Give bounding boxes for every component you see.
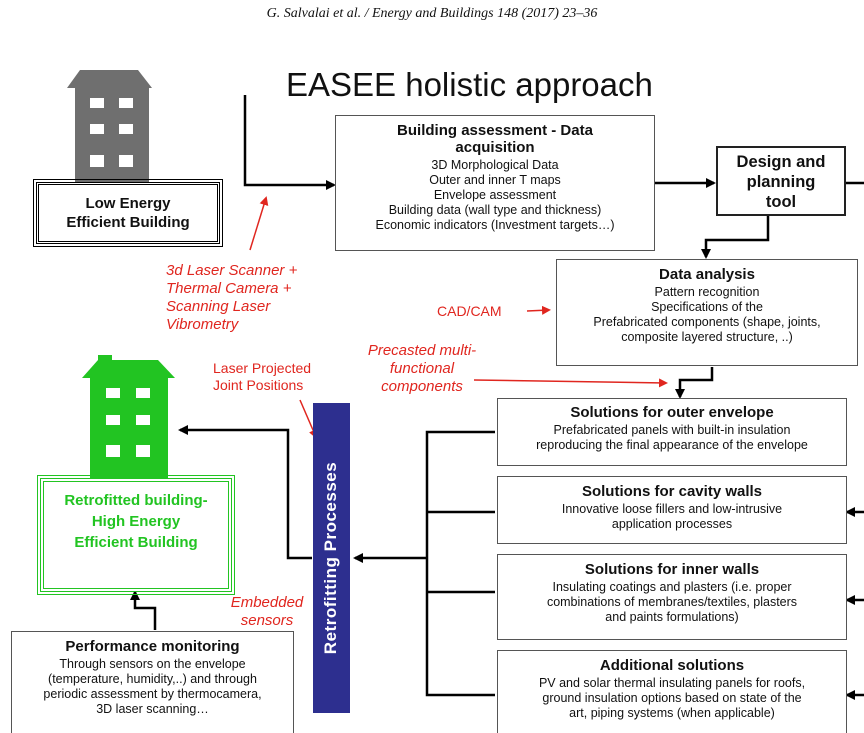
assessment-title-2: acquisition [455,139,535,156]
retrofitting-processes-bar [313,403,350,713]
data-analysis-item: composite layered structure, ..) [621,330,793,344]
retrofitted-line-2: High Energy [91,513,181,530]
precasted-line: functional [389,360,455,377]
solution-item: reproducing the final appearance of the … [536,438,808,452]
retrofitted-building-box: Retrofitted building- High Energy Effici… [37,475,235,595]
design-line-3: tool [765,193,797,211]
low-energy-line-2: Efficient Building [66,214,190,231]
diagram-title: EASEE holistic approach [286,66,653,103]
scanner-line: 3d Laser Scanner + [166,262,298,279]
solution-item: application processes [611,517,733,531]
building-assessment-box: Building assessment - Data acquisition 3… [335,115,655,251]
data-analysis-item: Specifications of the [651,300,763,314]
design-planning-tool-box: Design and planning tool [716,146,846,216]
solution-title: Solutions for cavity walls [581,483,763,500]
retrofitted-line-3: Efficient Building [74,534,198,551]
performance-monitoring-box: Performance monitoring Through sensors o… [11,631,294,733]
assessment-item: Building data (wall type and thickness) [388,203,602,217]
performance-item: (temperature, humidity,..) and through [48,672,257,686]
solution-item: and paints formulations) [605,610,739,624]
scanner-line: Scanning Laser [166,298,271,315]
solution-outer-envelope-box: Solutions for outer envelope Prefabricat… [497,398,847,466]
assessment-item: Outer and inner T maps [429,173,561,187]
precasted-line: components [381,378,463,395]
data-analysis-box: Data analysis Pattern recognition Specif… [556,259,858,366]
solution-item: combinations of membranes/textiles, plas… [546,595,798,609]
cadcam-annotation: CAD/CAM [437,303,502,319]
solution-item: ground insulation options based on state… [542,691,802,705]
retrofitting-processes-label: Retrofitting Processes [321,461,340,655]
data-analysis-item: Prefabricated components (shape, joints, [593,315,821,329]
data-analysis-item: Pattern recognition [654,285,760,299]
laser-joint-line: Joint Positions [213,377,304,393]
solution-item: Insulating coatings and plasters (i.e. p… [552,580,792,594]
laser-joint-line: Laser Projected [213,360,312,376]
solution-additional-box: Additional solutions PV and solar therma… [497,650,847,733]
solution-item: Innovative loose fillers and low-intrusi… [561,502,783,516]
solution-item: Prefabricated panels with built-in insul… [553,423,791,437]
solution-inner-walls-box: Solutions for inner walls Insulating coa… [497,554,847,640]
low-energy-building-box: Low Energy Efficient Building [33,179,223,247]
assessment-title-1: Building assessment - Data [397,122,593,139]
performance-title: Performance monitoring [65,638,240,655]
retrofitted-line-1: Retrofitted building- [64,492,208,509]
scanner-line: Thermal Camera + [166,280,292,297]
data-analysis-title: Data analysis [659,266,755,283]
embedded-line: Embedded [230,594,304,611]
design-line-1: Design and [736,153,826,171]
performance-item: 3D laser scanning… [96,702,209,716]
solution-title: Additional solutions [599,657,745,674]
embedded-line: sensors [240,612,294,629]
assessment-item: 3D Morphological Data [431,158,559,172]
performance-item: periodic assessment by thermocamera, [43,687,262,701]
solution-title: Solutions for outer envelope [570,404,774,421]
assessment-item: Economic indicators (Investment targets…… [375,218,615,232]
solution-item: art, piping systems (when applicable) [569,706,775,720]
performance-item: Through sensors on the envelope [59,657,246,671]
solution-item: PV and solar thermal insulating panels f… [538,676,806,690]
low-energy-line-1: Low Energy [85,195,171,212]
design-line-2: planning [746,173,816,191]
precasted-annotation: Precasted multi- functional components [352,342,492,396]
laser-joint-annotation: Laser Projected Joint Positions [213,360,311,394]
journal-header: G. Salvalai et al. / Energy and Building… [266,6,598,21]
solution-title: Solutions for inner walls [584,561,760,578]
embedded-sensors-annotation: Embedded sensors [222,594,312,630]
solution-cavity-walls-box: Solutions for cavity walls Innovative lo… [497,476,847,544]
scanner-annotation: 3d Laser Scanner + Thermal Camera + Scan… [166,262,297,334]
scanner-line: Vibrometry [166,316,239,333]
assessment-item: Envelope assessment [433,188,557,202]
precasted-line: Precasted multi- [367,342,477,359]
